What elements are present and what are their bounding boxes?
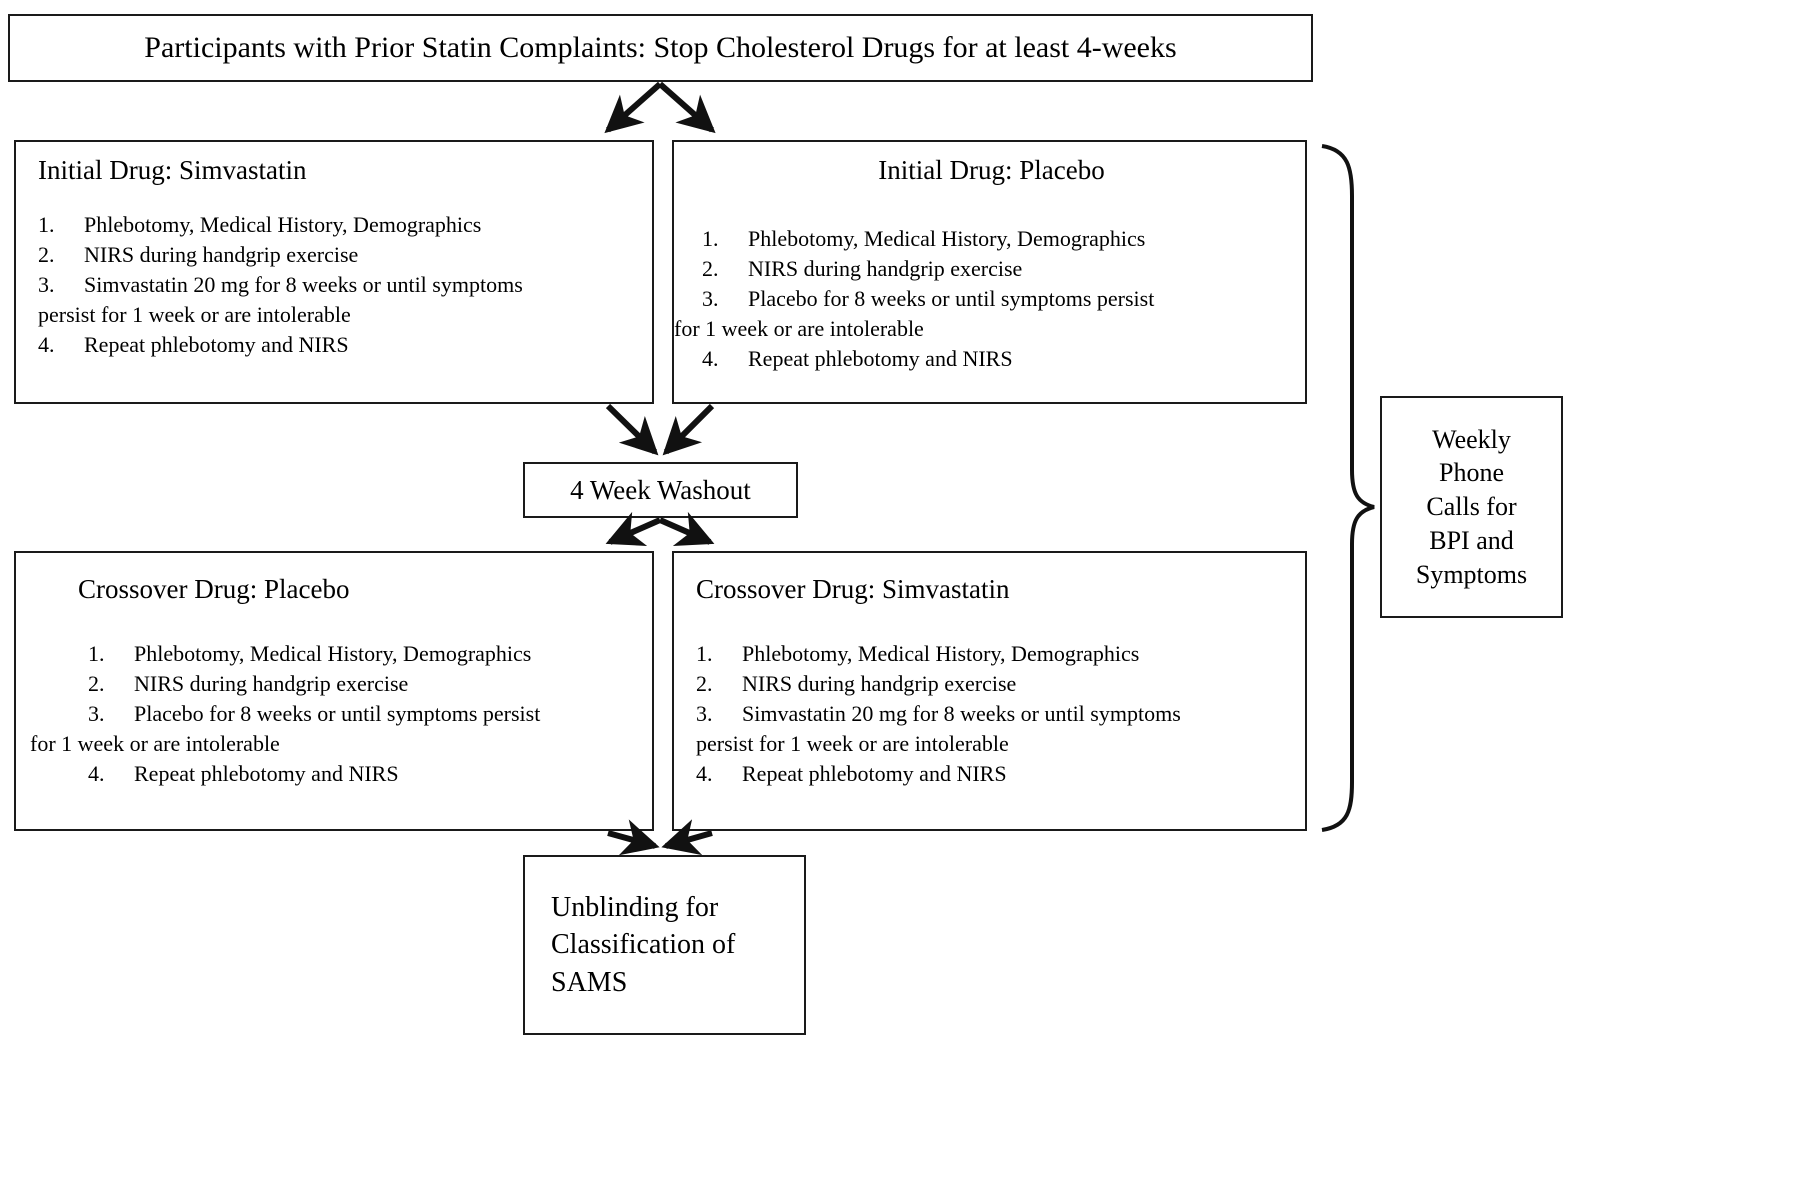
- list-item-number: 1.: [88, 641, 105, 666]
- list-item-number: 4.: [88, 760, 105, 786]
- arm-list-initial-placebo: 1. Phlebotomy, Medical History, Demograp…: [674, 224, 1302, 374]
- grouping-brace: [1321, 144, 1375, 832]
- list-item-number: 2.: [38, 241, 55, 267]
- arrow-title-to-initial-simvastatin: [604, 81, 662, 134]
- arm-list-crossover-placebo: 1. Phlebotomy, Medical History, Demograp…: [30, 639, 648, 789]
- list-item-number: 3.: [38, 271, 55, 297]
- phone-line-2: Phone: [1439, 458, 1504, 488]
- arm-box-crossover-placebo: Crossover Drug: Placebo 1. Phlebotomy, M…: [14, 551, 654, 831]
- list-item-text: Simvastatin 20 mg for 8 weeks or until s…: [742, 700, 1181, 726]
- list-item: 4. Repeat phlebotomy and NIRS: [696, 759, 1296, 789]
- list-item: 4. Repeat phlebotomy and NIRS: [88, 759, 648, 789]
- list-item-text: Repeat phlebotomy and NIRS: [742, 760, 1007, 786]
- unblinding-line-1: Unblinding for: [551, 892, 719, 924]
- arrow-washout-to-crossover-placebo: [605, 511, 662, 546]
- unblinding-line-3: SAMS: [551, 966, 628, 998]
- phone-line-5: Symptoms: [1415, 559, 1528, 589]
- phone-line-4: BPI and: [1429, 525, 1514, 555]
- list-item-continuation: for 1 week or are intolerable: [674, 315, 924, 341]
- arm-box-initial-placebo: Initial Drug: Placebo 1. Phlebotomy, Med…: [672, 140, 1307, 404]
- list-item-text: NIRS during handgrip exercise: [134, 670, 409, 696]
- list-item: 1. Phlebotomy, Medical History, Demograp…: [696, 639, 1296, 669]
- list-item-text: NIRS during handgrip exercise: [742, 670, 1017, 696]
- phone-line-1: Weekly: [1432, 424, 1511, 454]
- list-item-text: NIRS during handgrip exercise: [748, 255, 1023, 281]
- list-item-number: 4.: [696, 760, 713, 786]
- unblinding-box: Unblinding for Classification of SAMS: [523, 855, 806, 1035]
- list-item: 3. Simvastatin 20 mg for 8 weeks or unti…: [696, 699, 1296, 729]
- list-item-number: 4.: [702, 345, 719, 371]
- list-item-text: Repeat phlebotomy and NIRS: [134, 760, 399, 786]
- list-item-text: Phlebotomy, Medical History, Demographic…: [742, 641, 1140, 666]
- arm-heading-crossover-simvastatin: Crossover Drug: Simvastatin: [696, 574, 1010, 604]
- arrow-crossover-placebo-to-unblinding: [607, 819, 660, 856]
- phone-line-3: Calls for: [1426, 492, 1517, 522]
- list-item-continuation: for 1 week or are intolerable: [30, 730, 280, 756]
- weekly-phone-calls-box: Weekly Phone Calls for BPI and Symptoms: [1380, 396, 1563, 618]
- unblinding-text: Unblinding for Classification of SAMS: [525, 889, 735, 1001]
- list-item-number: 1.: [702, 226, 719, 251]
- list-item: 3. Simvastatin 20 mg for 8 weeks or unti…: [38, 270, 638, 300]
- list-item: 4. Repeat phlebotomy and NIRS: [702, 344, 1302, 374]
- list-item-continuation: persist for 1 week or are intolerable: [696, 730, 1009, 756]
- list-item: 3. Placebo for 8 weeks or until symptoms…: [88, 699, 648, 729]
- list-item-number: 1.: [38, 212, 55, 237]
- arm-list-crossover-simvastatin: 1. Phlebotomy, Medical History, Demograp…: [696, 639, 1296, 789]
- weekly-phone-calls-text: Weekly Phone Calls for BPI and Symptoms: [1416, 423, 1527, 592]
- list-item: 2. NIRS during handgrip exercise: [88, 669, 648, 699]
- list-item: 3. Placebo for 8 weeks or until symptoms…: [702, 284, 1302, 314]
- list-item-number: 3.: [702, 285, 719, 311]
- arrow-crossover-simvastatin-to-unblinding: [661, 819, 713, 856]
- list-item-text: NIRS during handgrip exercise: [84, 241, 359, 267]
- arm-heading-initial-simvastatin: Initial Drug: Simvastatin: [38, 155, 307, 185]
- list-item: 2. NIRS during handgrip exercise: [38, 240, 638, 270]
- list-item-text: Repeat phlebotomy and NIRS: [748, 345, 1013, 371]
- arm-box-initial-simvastatin: Initial Drug: Simvastatin 1. Phlebotomy,…: [14, 140, 654, 404]
- arrow-initial-simvastatin-to-washout: [605, 403, 659, 456]
- list-item-number: 4.: [38, 331, 55, 357]
- list-item-text: Simvastatin 20 mg for 8 weeks or until s…: [84, 271, 523, 297]
- list-item: 2. NIRS during handgrip exercise: [702, 254, 1302, 284]
- list-item-number: 3.: [696, 700, 713, 726]
- list-item: 2. NIRS during handgrip exercise: [696, 669, 1296, 699]
- list-item-text: Placebo for 8 weeks or until symptoms pe…: [134, 700, 541, 726]
- list-item-number: 3.: [88, 700, 105, 726]
- study-title-box: Participants with Prior Statin Complaint…: [8, 14, 1313, 82]
- list-item: 1. Phlebotomy, Medical History, Demograp…: [702, 224, 1302, 254]
- list-item-text: Phlebotomy, Medical History, Demographic…: [134, 641, 532, 666]
- list-item-text: Phlebotomy, Medical History, Demographic…: [84, 212, 482, 237]
- list-item-text: Phlebotomy, Medical History, Demographic…: [748, 226, 1146, 251]
- washout-box: 4 Week Washout: [523, 462, 798, 518]
- study-title-text: Participants with Prior Statin Complaint…: [144, 31, 1177, 64]
- list-item-continuation: persist for 1 week or are intolerable: [38, 301, 351, 327]
- unblinding-line-2: Classification of: [551, 929, 736, 961]
- list-item: 1. Phlebotomy, Medical History, Demograp…: [38, 210, 638, 240]
- list-item: 4. Repeat phlebotomy and NIRS: [38, 330, 638, 360]
- arrow-title-to-initial-placebo: [658, 81, 716, 134]
- arm-box-crossover-simvastatin: Crossover Drug: Simvastatin 1. Phlebotom…: [672, 551, 1307, 831]
- arm-list-initial-simvastatin: 1. Phlebotomy, Medical History, Demograp…: [38, 210, 638, 360]
- list-item-text: Repeat phlebotomy and NIRS: [84, 331, 349, 357]
- list-item-number: 2.: [702, 255, 719, 281]
- list-item-number: 2.: [88, 670, 105, 696]
- washout-text: 4 Week Washout: [570, 474, 751, 505]
- list-item-text: Placebo for 8 weeks or until symptoms pe…: [748, 285, 1155, 311]
- list-item: 1. Phlebotomy, Medical History, Demograp…: [88, 639, 648, 669]
- arrow-washout-to-crossover-simvastatin: [658, 511, 715, 546]
- arrow-initial-placebo-to-washout: [662, 403, 715, 456]
- arm-heading-initial-placebo: Initial Drug: Placebo: [878, 155, 1105, 185]
- arm-heading-crossover-placebo: Crossover Drug: Placebo: [78, 574, 350, 604]
- list-item-number: 2.: [696, 670, 713, 696]
- list-item-number: 1.: [696, 641, 713, 666]
